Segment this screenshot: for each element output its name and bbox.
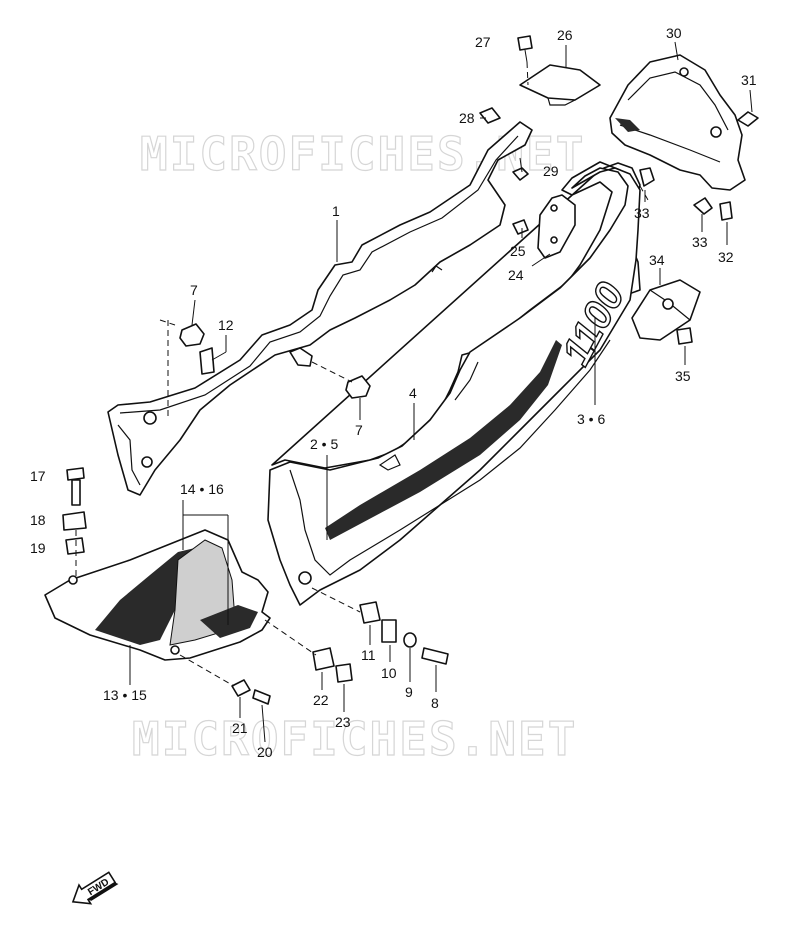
collar-10: [381, 619, 397, 643]
fastener-25: [512, 219, 529, 235]
fastener-32: [719, 201, 733, 221]
callout-33-upper: 33: [634, 205, 650, 221]
callout-32: 32: [718, 249, 734, 265]
callout-30: 30: [666, 25, 682, 41]
screw-20: [252, 689, 271, 705]
part-cushion-34: [631, 279, 701, 341]
callout-29: 29: [543, 163, 559, 179]
callout-20: 20: [257, 744, 273, 760]
callout-3-6: 3 • 6: [577, 411, 605, 427]
watermark-bottom: MICROFICHES.NET: [132, 712, 577, 766]
callout-9: 9: [405, 684, 413, 700]
callout-13-15: 13 • 15: [103, 687, 147, 703]
callout-25: 25: [510, 243, 526, 259]
callout-35: 35: [675, 368, 691, 384]
callout-19: 19: [30, 540, 46, 556]
callout-8: 8: [431, 695, 439, 711]
leader-lines: [75, 41, 753, 743]
bolt-8: [421, 647, 449, 665]
collar-23: [335, 663, 353, 683]
part-lower-side-cover: [44, 529, 271, 661]
callout-4: 4: [409, 385, 417, 401]
grommet-22: [312, 647, 335, 671]
part-rear-tail-30: [609, 54, 746, 191]
grommet-7-upper: [179, 323, 205, 347]
collar-35: [676, 327, 693, 345]
callout-10: 10: [381, 665, 397, 681]
callout-26: 26: [557, 27, 573, 43]
part-bracket-26: [519, 64, 601, 106]
bolt-17: [66, 467, 85, 506]
callout-34: 34: [649, 252, 665, 268]
callout-14-16: 14 • 16: [180, 481, 224, 497]
washer-21: [231, 679, 251, 697]
callout-27: 27: [475, 34, 491, 50]
fastener-27: [517, 35, 533, 63]
part-bracket-24: [537, 194, 576, 259]
callout-11: 11: [361, 647, 376, 663]
fwd-arrow-icon: FWD: [71, 871, 119, 905]
callout-1: 1: [332, 203, 340, 219]
washer-9: [403, 632, 417, 648]
callout-22: 22: [313, 692, 329, 708]
callout-7-upper: 7: [190, 282, 198, 298]
callout-23: 23: [335, 714, 351, 730]
fastener-28: [479, 107, 501, 124]
callout-21: 21: [232, 720, 248, 736]
callout-labels: 1 2 • 5 3 • 6 4 7 7 8 9 10 11 12 13 • 15…: [30, 25, 757, 760]
callout-31: 31: [741, 72, 757, 88]
callout-17: 17: [30, 468, 46, 484]
callout-18: 18: [30, 512, 46, 528]
callout-28: 28: [459, 110, 475, 126]
fastener-29: [512, 157, 529, 181]
fastener-33-upper: [639, 167, 655, 187]
label-12: [199, 347, 215, 375]
grommet-11: [359, 601, 381, 624]
grommet-18: [62, 511, 87, 531]
collar-19: [65, 537, 85, 555]
part-frame-cover-upper: [107, 121, 533, 496]
fastener-33-lower: [693, 197, 713, 215]
callout-7-lower: 7: [355, 422, 363, 438]
callout-24: 24: [508, 267, 524, 283]
callout-33-lower: 33: [692, 234, 708, 250]
fastener-31: [737, 111, 759, 127]
callout-12: 12: [218, 317, 234, 333]
callout-2-5: 2 • 5: [310, 436, 338, 452]
